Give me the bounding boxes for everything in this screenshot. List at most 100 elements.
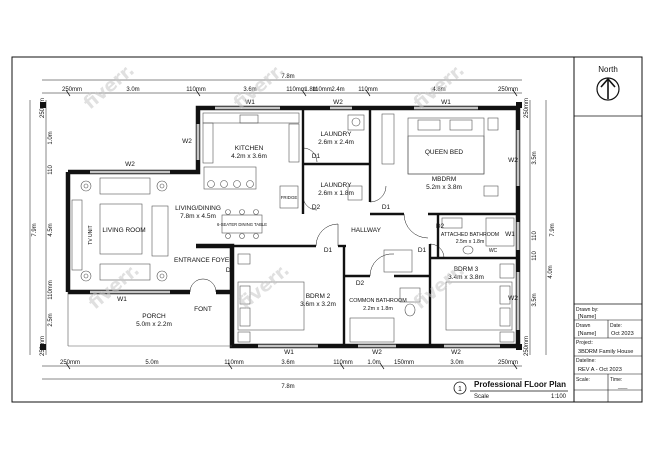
bdrm3-name: BDRM 3 — [454, 266, 479, 273]
sheet-border — [11, 56, 643, 403]
drawn-label: Drawn — [576, 323, 591, 329]
right-dim: 250mm — [524, 336, 530, 356]
mbdrm-name: MBDRM — [432, 176, 457, 183]
right-dim: 250mm — [524, 98, 530, 118]
fridge-label: FRIDGE — [281, 195, 298, 200]
plan-number: 1 — [458, 386, 462, 393]
left-dim: 110 — [48, 165, 54, 175]
dateline-value: REV A - Oct 2023 — [578, 367, 622, 373]
common-bathroom-name: COMMON BATHROOM — [349, 298, 407, 304]
watermark-text: fiverr. — [410, 60, 469, 114]
laundry-2-size: 2.6m x 1.8m — [318, 190, 354, 197]
bottom-dim: 110mm — [224, 360, 244, 366]
project-label: Project: — [576, 340, 593, 346]
door-tag: D1 — [324, 247, 333, 254]
watermark-text: fiverr. — [85, 260, 144, 314]
right-overall-dim: 7.9m — [550, 223, 556, 236]
right-dim: 4.0m — [548, 265, 554, 278]
bottom-overall-dim: 7.8m — [281, 384, 294, 390]
tv-unit-label: TV UNIT — [88, 225, 94, 244]
bdrm3-size: 3.4m x 3.8m — [448, 274, 484, 281]
window-tag: W2 — [333, 99, 343, 106]
right-dim: 3.5m — [532, 293, 538, 306]
left-dim: 1.0m — [48, 131, 54, 144]
entrance-foyer-label: ENTRANCE FOYER — [174, 257, 234, 264]
common-bathroom-size: 2.2m x 1.8m — [363, 306, 393, 312]
window-tag: W2 — [508, 157, 518, 164]
laundry-2-name: LAUNDRY — [321, 182, 353, 189]
top-dim: 250mm — [498, 87, 518, 93]
time-label: Time: — [610, 377, 622, 383]
drawn-by-value: [Name] — [578, 314, 596, 320]
time-value: ___ — [617, 384, 628, 390]
north-label: North — [598, 65, 618, 74]
hallway-label: HALLWAY — [351, 227, 382, 234]
window-tag: W1 — [505, 231, 515, 238]
top-dim: 110mm — [358, 87, 378, 93]
furniture — [67, 112, 515, 347]
top-dimensions: 7.8m 250mm 3.0m 110mm 3.6m 110mm 1.8m 11… — [62, 74, 518, 93]
font-label: FONT — [194, 306, 212, 313]
porch-size: 5.0m x 2.2m — [136, 321, 172, 328]
right-dimensions: 7.9m 250mm 3.5m 110 110 3.5m 4.0m 250mm — [524, 98, 556, 356]
plan-title-text: Professional FLoor Plan — [474, 380, 566, 389]
top-dim: 3.6m — [243, 87, 256, 93]
date-label: Date: — [610, 323, 622, 329]
top-dim: 2.4m — [331, 87, 344, 93]
top-dim: 110mm — [186, 87, 206, 93]
bottom-dim: 250mm — [498, 360, 518, 366]
door-tags: D1 D2 D1 D1 D2 D1 D2 D1 — [226, 153, 445, 287]
bottom-dim: 3.6m — [281, 360, 294, 366]
bdrm2-size: 3.6m x 3.2m — [300, 301, 336, 308]
plan-title: 1 Professional FLoor Plan Scale 1:100 — [453, 380, 568, 400]
attached-bathroom-size: 2.5m x 1.8m — [456, 239, 485, 245]
living-room-label: LIVING ROOM — [102, 227, 145, 234]
window-tag: W1 — [284, 349, 294, 356]
window-tag: W2 — [372, 349, 382, 356]
plan-number-circle — [453, 381, 467, 395]
door-tag: D1 — [312, 153, 321, 160]
left-overall-dim: 7.9m — [32, 223, 38, 236]
door-tag: D2 — [312, 204, 321, 211]
dining-table-label: 6-SEATER DINING TABLE — [217, 222, 267, 227]
kitchen-size: 4.2m x 3.6m — [231, 153, 267, 160]
porch-name: PORCH — [142, 313, 166, 320]
watermark-text: fiverr. — [230, 60, 289, 114]
left-dim: 4.5m — [48, 223, 54, 236]
door-swings — [189, 147, 445, 293]
bottom-dim: 150mm — [394, 360, 414, 366]
window-tag: W1 — [245, 99, 255, 106]
top-dim: 110mm — [312, 87, 332, 93]
date-value: Oct 2023 — [611, 331, 634, 337]
bottom-dim: 110mm — [333, 360, 353, 366]
watermark-text: fiverr. — [235, 260, 294, 314]
door-tag: D2 — [436, 223, 445, 230]
left-dim: 2.5m — [48, 313, 54, 326]
plan-scale-value: 1:100 — [551, 394, 567, 400]
drawn-value: [Name] — [578, 331, 596, 337]
queen-bed-label: QUEEN BED — [425, 149, 464, 156]
title-block: North Drawn by: [Name] Drawn [Name] Date… — [573, 57, 642, 402]
watermark-text: fiverr. — [410, 260, 469, 314]
bottom-dim: 250mm — [60, 360, 80, 366]
project-value: 3BDRM Family House — [578, 349, 633, 355]
top-dim: 4.8m — [432, 87, 445, 93]
wc-label: WC — [489, 248, 498, 254]
door-tag: D2 — [356, 280, 365, 287]
dimension-lines — [29, 79, 547, 380]
door-tag: D1 — [382, 204, 391, 211]
door-tag: D1 — [226, 267, 235, 274]
left-dim: 110mm — [48, 280, 54, 300]
right-dim: 3.5m — [532, 151, 538, 164]
left-dimensions: 7.9m 250mm 1.0m 110 4.5m 110mm 2.5m 250m… — [32, 98, 54, 356]
mbdrm-size: 5.2m x 3.8m — [426, 184, 462, 191]
bottom-dimensions: 250mm 5.0m 110mm 3.6m 110mm 1.0m 150mm 3… — [60, 360, 518, 390]
plan-scale-label: Scale — [474, 394, 490, 400]
door-tag: D1 — [418, 247, 427, 254]
bottom-dim: 1.0m — [367, 360, 380, 366]
window-tag: W2 — [182, 138, 192, 145]
north-arrow-glyph-icon — [600, 77, 616, 99]
laundry-1-size: 2.6m x 2.4m — [318, 139, 354, 146]
window-tags: W1 W2 W1 W2 W2 W2 W1 W2 W1 W1 W2 W2 — [117, 99, 518, 356]
